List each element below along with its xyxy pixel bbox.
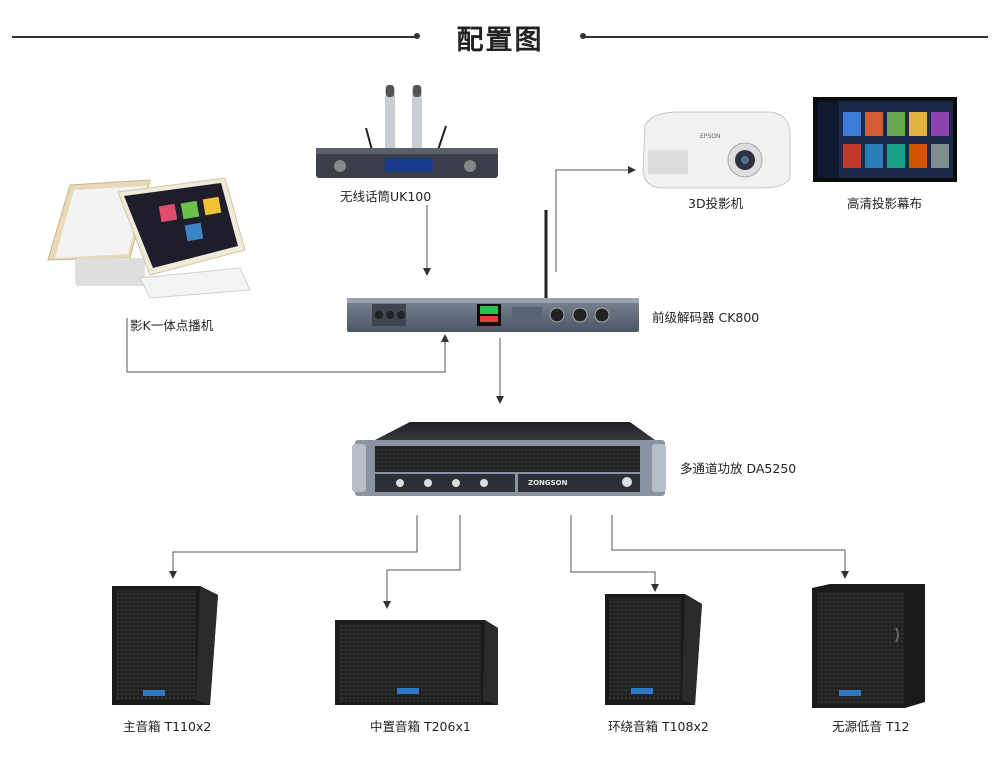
label-main-speaker: 主音箱 T110x2: [123, 719, 212, 734]
label-screen: 高清投影幕布: [847, 196, 923, 211]
line-amp-to-surround: [570, 515, 659, 592]
amplifier-da5250: ZONGSON: [352, 422, 666, 496]
line-amp-to-center: [383, 515, 461, 609]
title-rule-left: [12, 36, 417, 38]
title-rule-right: [583, 36, 988, 38]
wireless-mic-receiver: [316, 85, 498, 178]
projection-screen: [813, 97, 957, 182]
label-center-speaker: 中置音箱 T206x1: [370, 719, 471, 734]
line-amp-to-sub: [611, 515, 849, 579]
ktv-player: [47, 177, 251, 299]
label-projector: 3D投影机: [688, 196, 744, 211]
label-player: 影K一体点播机: [130, 318, 214, 333]
surround-speaker: [605, 594, 702, 705]
page-title: 配置图: [456, 25, 544, 56]
decoder-ck800: [347, 210, 639, 332]
amp-brand: ZONGSON: [528, 479, 568, 487]
line-decoder-to-projector: [555, 166, 636, 272]
label-decoder: 前级解码器 CK800: [652, 310, 760, 325]
subwoofer: [812, 584, 925, 708]
center-speaker: [335, 620, 498, 705]
title-dot-left: [414, 33, 420, 39]
label-mic: 无线话筒UK100: [340, 189, 432, 204]
projector: EPSON: [642, 111, 791, 189]
connectors: [126, 166, 849, 609]
label-surround-speaker: 环绕音箱 T108x2: [608, 719, 709, 734]
line-player-to-decoder: [126, 318, 449, 373]
main-speaker: [112, 586, 218, 705]
projector-brand: EPSON: [700, 133, 720, 140]
line-amp-to-main: [169, 515, 418, 579]
label-subwoofer: 无源低音 T12: [832, 719, 910, 734]
label-amp: 多通道功放 DA5250: [680, 461, 797, 476]
